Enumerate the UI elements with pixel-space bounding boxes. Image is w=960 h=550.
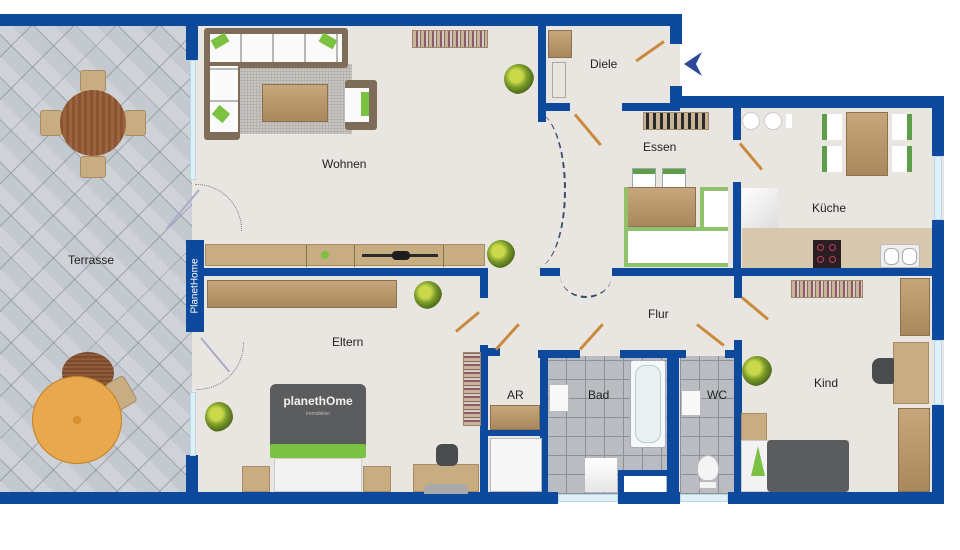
office-chair-kind <box>872 358 894 384</box>
coffee-table <box>262 84 328 122</box>
room-label-terrasse: Terrasse <box>68 253 115 267</box>
washbasin-bad <box>549 384 569 412</box>
wine-rack <box>643 112 709 130</box>
bookshelf-eltern <box>463 352 481 426</box>
window-bad <box>558 494 618 502</box>
room-label-essen: Essen <box>643 140 677 154</box>
brand-side-label: PlanetHome <box>189 258 201 314</box>
nightstand-kind <box>741 413 767 443</box>
desk-kind <box>893 342 929 404</box>
brand-side-badge: PlanetHome <box>186 240 204 332</box>
double-bed: planethOme Immobilien <box>270 384 366 492</box>
room-label-diele: Diele <box>590 57 618 71</box>
window-wohnen <box>190 60 196 180</box>
wc-floor <box>680 356 736 494</box>
plant-icon <box>504 64 534 94</box>
armchair <box>345 80 377 130</box>
bed-logo-text: planethOme <box>283 394 353 408</box>
single-bed <box>741 440 849 492</box>
plant-icon <box>205 402 233 432</box>
bookshelf-kind <box>791 280 863 298</box>
oven-unit <box>742 112 794 130</box>
plant-icon <box>742 356 772 386</box>
wardrobe-kind-bottom <box>898 408 930 492</box>
kitchen-island <box>624 187 728 267</box>
washbasin-wc <box>681 390 701 416</box>
washing-machine <box>585 458 617 492</box>
storage-bad <box>624 476 666 492</box>
wardrobe-eltern <box>207 280 397 308</box>
living-room-rug <box>240 64 352 134</box>
room-label-flur: Flur <box>648 307 669 321</box>
fridge <box>742 188 778 228</box>
wardrobe-diele <box>548 30 572 58</box>
cooktop-icon <box>813 240 841 268</box>
room-label-eltern: Eltern <box>332 335 364 349</box>
entrance-arrow-icon <box>684 52 704 76</box>
kitchen-counter-left <box>742 228 770 268</box>
nightstand-left <box>242 466 270 492</box>
dining-counter <box>624 187 696 227</box>
room-label-ar: AR <box>507 388 524 402</box>
window-kueche <box>934 156 942 220</box>
plant-icon <box>414 281 442 309</box>
office-chair <box>436 444 458 466</box>
bookshelf-wohnen <box>412 30 488 48</box>
nightstand-right <box>363 466 391 492</box>
room-label-kueche: Küche <box>812 201 847 215</box>
shower-tray <box>490 438 542 492</box>
terrace-dining-set <box>38 68 148 180</box>
sliding-door-arc <box>560 252 612 298</box>
window-wc <box>680 494 728 502</box>
kitchen-table <box>822 112 912 176</box>
room-label-bad: Bad <box>588 388 610 402</box>
room-label-kind: Kind <box>814 376 839 390</box>
sofa-corner <box>204 28 348 68</box>
bench-diele <box>552 62 566 98</box>
sliding-door-arc <box>506 112 566 268</box>
toilet-icon <box>697 455 719 489</box>
wardrobe-kind-top <box>900 278 930 336</box>
shelf-ar <box>490 405 540 430</box>
tv-sideboard <box>205 244 485 267</box>
terrace-parasol-set <box>30 350 140 465</box>
window-eltern <box>190 392 196 456</box>
window-kind <box>934 340 942 405</box>
bathtub <box>630 360 666 448</box>
sink-icon <box>880 244 920 268</box>
room-label-wohnen: Wohnen <box>322 157 367 171</box>
room-label-wc: WC <box>707 388 727 402</box>
bed-logo-subtext: Immobilien <box>305 411 331 417</box>
